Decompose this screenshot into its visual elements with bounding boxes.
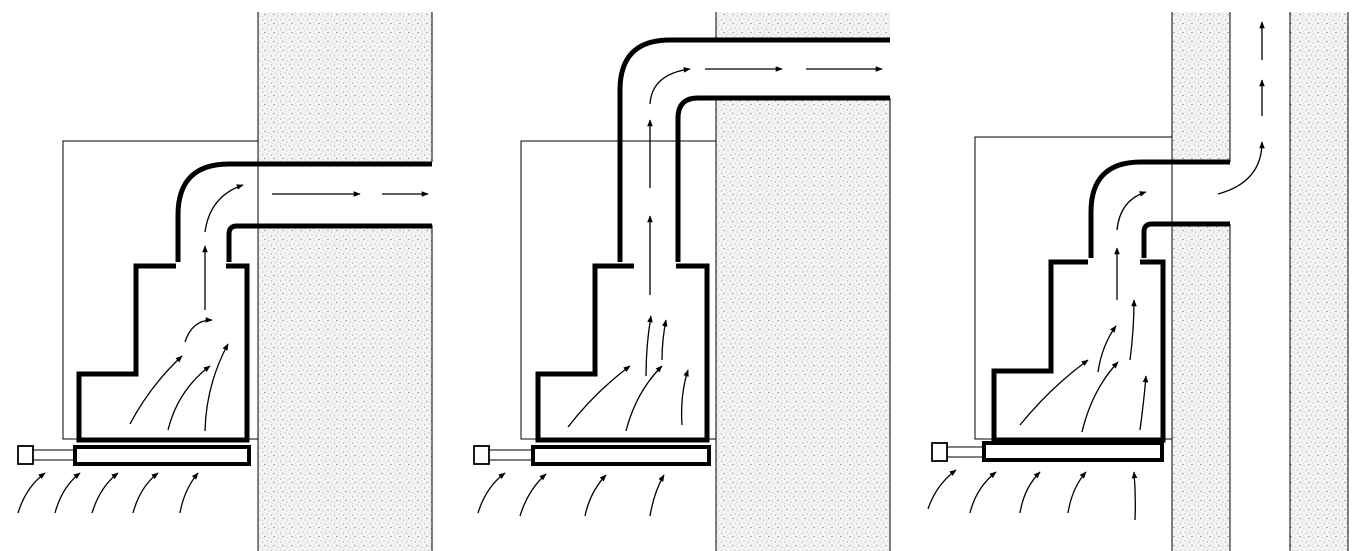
pipe-connector-3 — [931, 442, 948, 462]
burner-tray-3 — [982, 441, 1164, 462]
wall-3-inner — [1171, 12, 1231, 551]
panel-1 — [17, 12, 433, 551]
pipe-connector-2 — [473, 445, 490, 465]
wall-1 — [257, 12, 433, 551]
appliance-housing-1 — [62, 140, 259, 440]
heater-body-1 — [76, 263, 250, 443]
burner-pipe-1 — [32, 449, 76, 461]
flue-duct-inner-3 — [1141, 221, 1230, 258]
flue-duct-inner-1 — [226, 223, 432, 262]
burner-pipe-2 — [488, 449, 534, 461]
burner-pipe-3 — [946, 446, 985, 458]
flue-duct-inner-2 — [675, 95, 890, 262]
heater-body-2 — [535, 263, 710, 443]
burner-tray-2 — [531, 445, 711, 466]
flue-duct-outer-1 — [175, 161, 432, 262]
burner-tray-1 — [73, 445, 251, 466]
appliance-housing-3 — [974, 136, 1173, 440]
wall-3-outer — [1289, 12, 1349, 551]
flue-duct-outer-2 — [617, 37, 890, 262]
heater-body-3 — [991, 259, 1166, 443]
wall-2 — [715, 12, 891, 551]
airflow-arrows-3 — [927, 21, 1265, 521]
airflow-arrows-1 — [17, 184, 429, 514]
panel-3 — [927, 12, 1349, 551]
pipe-connector-1 — [17, 445, 34, 465]
flue-duct-outer-3 — [1088, 159, 1230, 258]
panel-2 — [473, 12, 891, 551]
airflow-arrows-2 — [477, 66, 883, 517]
